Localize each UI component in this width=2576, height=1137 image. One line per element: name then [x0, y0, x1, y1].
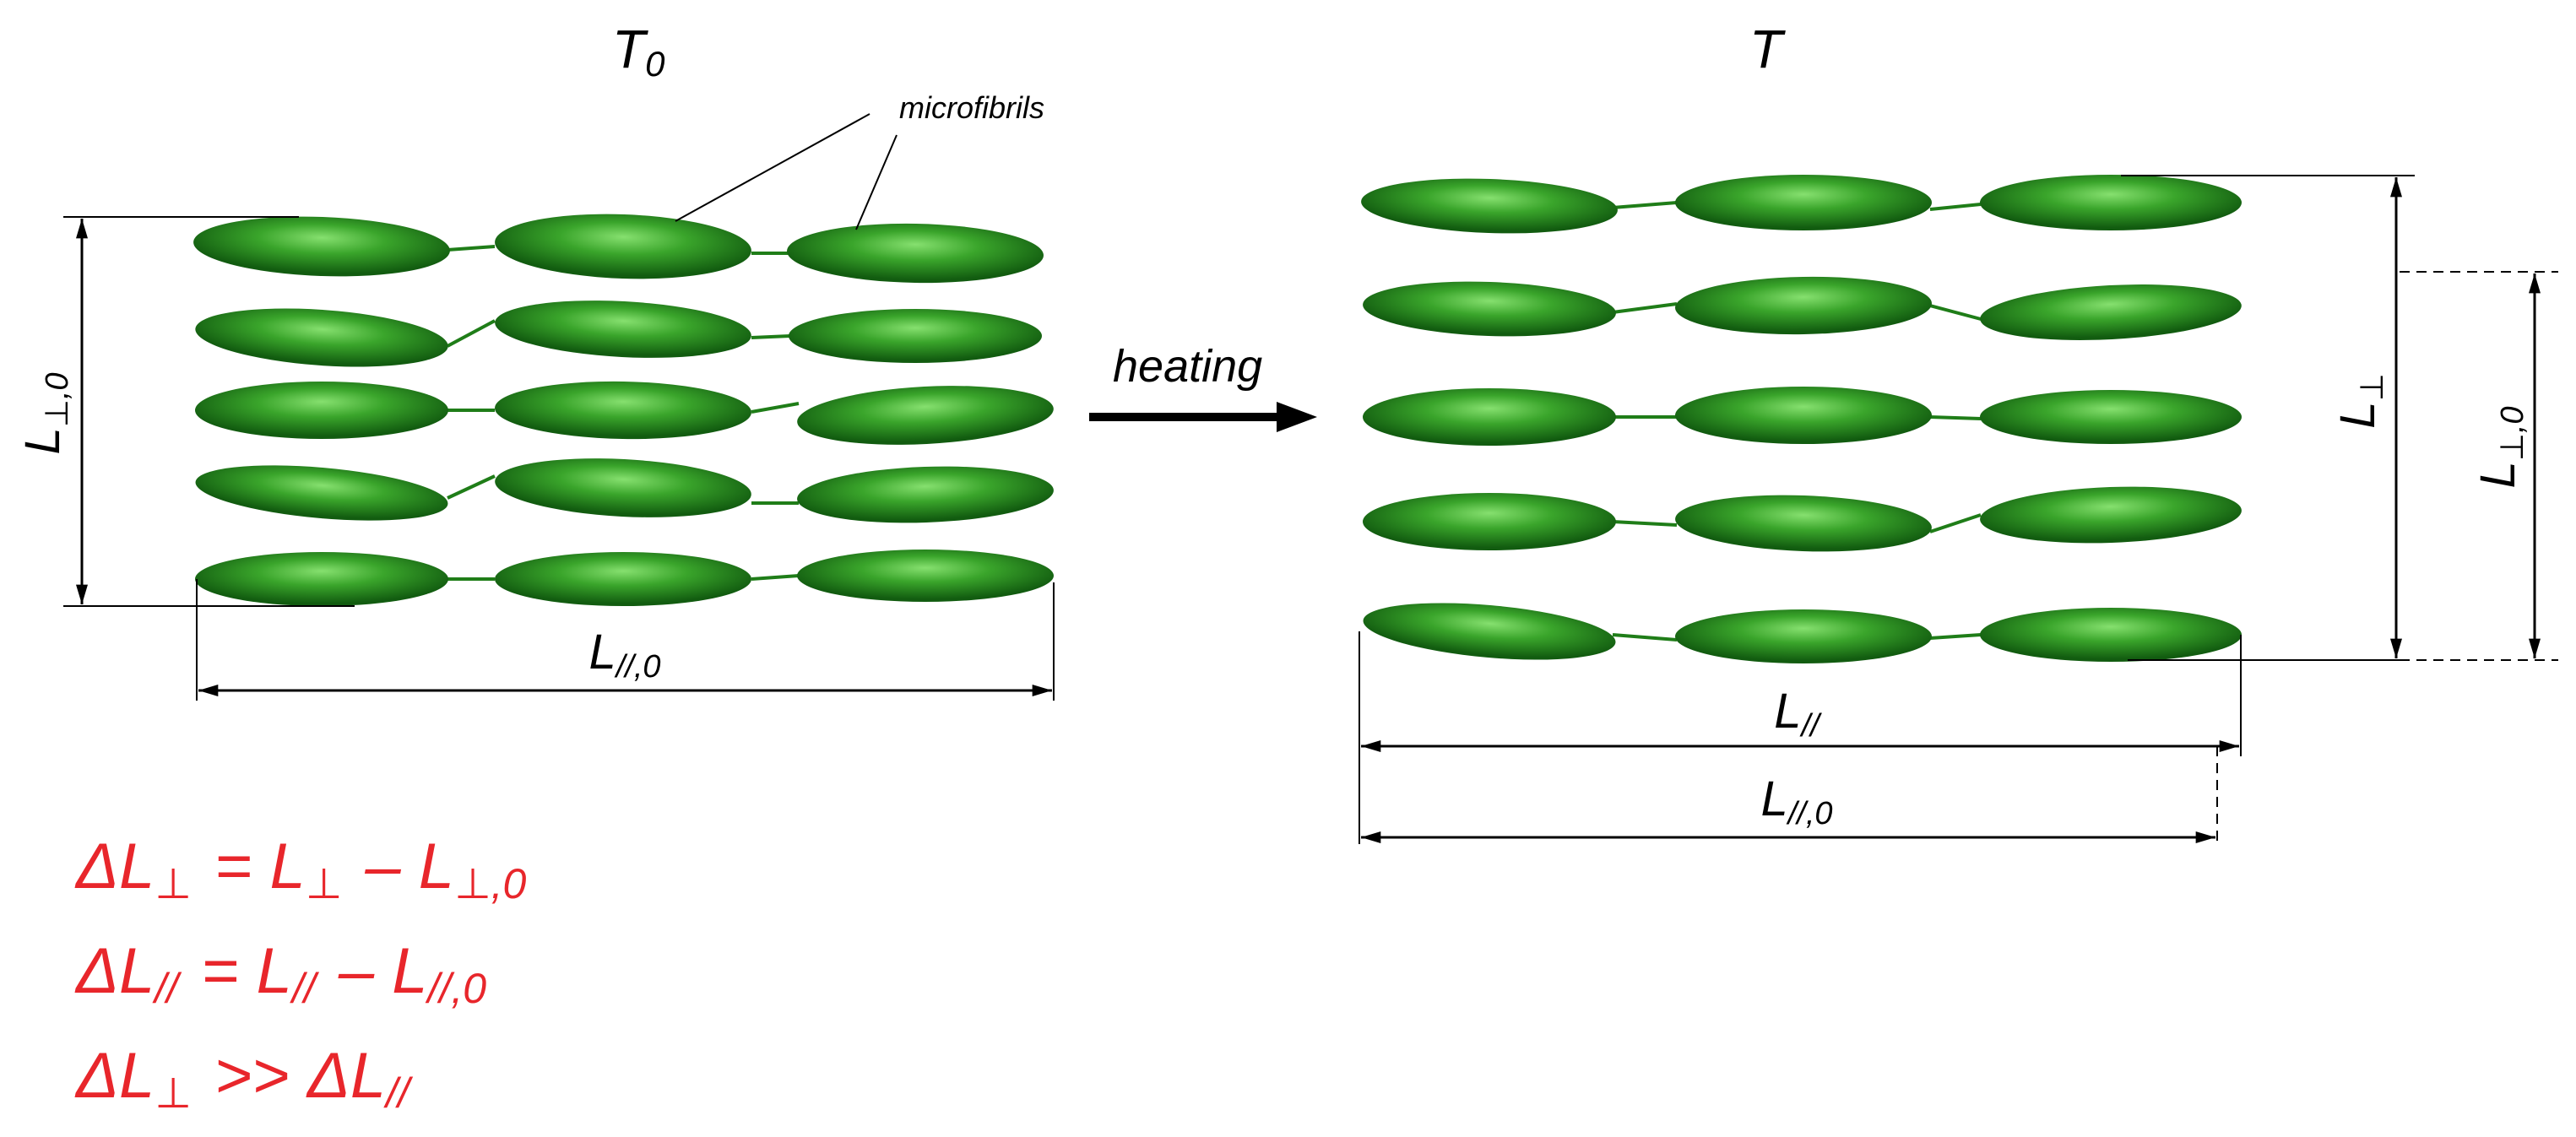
microfibril-expansion-diagram: T0 — [15, 19, 2558, 844]
microfibrils-callout: microfibrils — [675, 90, 1044, 230]
fibril — [495, 300, 751, 358]
fibril — [1980, 608, 2242, 662]
fibril — [195, 552, 448, 606]
fibril — [797, 386, 1054, 445]
before-connectors — [447, 245, 800, 581]
before-panel: T0 — [15, 19, 1055, 701]
fibril — [1675, 609, 1932, 663]
fibril — [1363, 281, 1616, 337]
fibril — [1675, 387, 1932, 444]
fibril — [1363, 603, 1616, 660]
fibril — [495, 458, 751, 517]
equations-block: ΔL⊥ = L⊥ – L⊥,0 ΔL// = L// – L//,0 ΔL⊥ >… — [76, 823, 531, 1137]
before-par-dimension: L//,0 — [196, 579, 1055, 701]
after-perp-label: L⊥ — [2330, 373, 2390, 428]
fibril — [797, 550, 1054, 602]
fibril — [789, 309, 1042, 363]
fibril — [193, 216, 450, 277]
after-title: T — [1749, 19, 1786, 79]
fibril — [1363, 493, 1616, 550]
fibril — [1980, 284, 2242, 340]
heating-transition: heating — [1089, 341, 1317, 432]
before-perp-dimension: L⊥,0 — [15, 216, 355, 607]
fibril — [495, 552, 751, 606]
fibril — [1675, 175, 1932, 230]
equation-comparison: ΔL⊥ >> ΔL// — [76, 1040, 409, 1117]
fibril — [1980, 390, 2242, 444]
fibril — [195, 382, 448, 439]
fibril — [787, 223, 1044, 284]
fibril — [1361, 178, 1618, 234]
fibril — [1675, 276, 1932, 335]
after-perp0-label: L⊥,0 — [2470, 406, 2530, 488]
after-panel: T — [1359, 19, 2558, 844]
after-perp0-dimension: L⊥,0 — [2400, 271, 2558, 661]
fibril — [797, 466, 1054, 523]
fibril — [495, 381, 751, 440]
fibril — [1363, 388, 1616, 446]
microfibrils-label: microfibrils — [899, 90, 1044, 125]
fibril — [1980, 175, 2242, 230]
before-fibrils — [193, 214, 1054, 606]
heating-label: heating — [1113, 341, 1262, 392]
fibril — [495, 214, 751, 279]
after-connectors — [1612, 201, 1982, 642]
fibril — [195, 465, 448, 521]
before-par-label: L//,0 — [588, 625, 660, 685]
equation-perp-change: ΔL⊥ = L⊥ – L⊥,0 — [76, 831, 527, 907]
fibril — [195, 308, 448, 367]
after-par-label: L// — [1774, 684, 1822, 744]
heating-arrow-head — [1277, 402, 1317, 432]
after-par0-dimension: L//,0 — [1359, 743, 2218, 844]
before-title: T0 — [612, 19, 665, 84]
fibril — [1980, 486, 2242, 544]
after-par0-label: L//,0 — [1760, 772, 1832, 831]
after-fibrils — [1361, 175, 2242, 663]
fibril — [1675, 495, 1932, 552]
equation-par-change: ΔL// = L// – L//,0 — [76, 935, 487, 1012]
after-par-dimension: L// — [1359, 631, 2242, 844]
after-perp-dimension: L⊥ — [2121, 175, 2415, 661]
before-perp-label: L⊥,0 — [15, 372, 75, 454]
